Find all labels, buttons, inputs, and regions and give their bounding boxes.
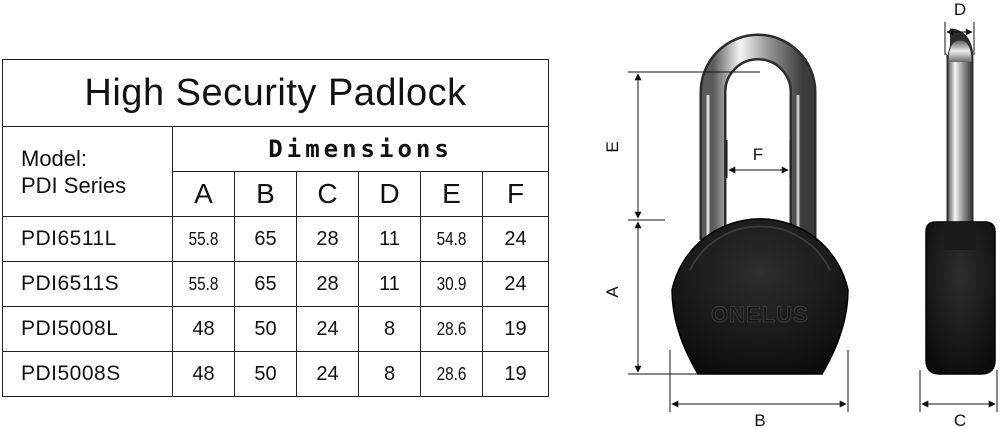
cell-a: 48 <box>192 317 215 340</box>
title-row: High Security Padlock <box>1 59 550 127</box>
cell-d: 11 <box>379 272 400 295</box>
table-row: PDI5008L 48 50 24 8 28.6 19 <box>2 306 550 352</box>
model-label-line1: Model: <box>21 145 88 171</box>
front-shackle <box>699 33 817 240</box>
table-title: High Security Padlock <box>1 59 550 127</box>
label-c: C <box>954 411 966 428</box>
cell-b: 65 <box>254 227 277 250</box>
cell-f: 19 <box>504 317 527 340</box>
model-name: PDI5008S <box>2 351 173 397</box>
table-row: PDI6511S 55.8 65 28 11 30.9 24 <box>2 261 550 307</box>
column-header-b: B <box>234 171 297 217</box>
cell-c: 24 <box>316 317 339 340</box>
cell-b: 50 <box>254 362 277 385</box>
table-row: PDI5008S 48 50 24 8 28.6 19 <box>2 351 550 397</box>
spec-table: High Security Padlock Model: PDI Series … <box>1 59 550 397</box>
front-body: ONELUS <box>671 218 849 375</box>
dimension-lines <box>628 22 998 412</box>
model-label-line2: PDI Series <box>21 172 127 198</box>
cell-f: 24 <box>504 227 527 250</box>
label-a: A <box>603 286 622 298</box>
cell-f: 19 <box>504 362 527 385</box>
model-name: PDI5008L <box>2 306 173 352</box>
cell-d: 8 <box>383 317 396 340</box>
cell-c: 28 <box>316 227 339 250</box>
table-row: PDI6511L 55.8 65 28 11 54.8 24 <box>2 216 550 262</box>
cell-e: 54.8 <box>436 228 467 249</box>
model-label: Model: PDI Series <box>2 126 173 217</box>
cell-b: 65 <box>254 272 277 295</box>
column-header-d: D <box>358 171 421 217</box>
cell-e: 30.9 <box>436 273 467 294</box>
model-name: PDI6511L <box>2 216 173 262</box>
label-d: D <box>954 0 966 19</box>
cell-a: 55.8 <box>188 273 219 294</box>
side-shackle <box>945 28 974 246</box>
cell-e: 28.6 <box>436 363 467 384</box>
cell-c: 28 <box>316 272 339 295</box>
dimensions-header: Dimensions <box>171 126 550 172</box>
column-header-f: F <box>481 171 550 217</box>
cell-a: 55.8 <box>188 228 219 249</box>
cell-e: 28.6 <box>436 318 467 339</box>
cell-d: 8 <box>383 362 396 385</box>
cell-c: 24 <box>316 362 339 385</box>
label-f: F <box>753 145 763 164</box>
model-name: PDI6511S <box>2 261 173 307</box>
cell-b: 50 <box>254 317 277 340</box>
label-e: E <box>603 141 622 152</box>
cell-d: 11 <box>379 227 400 250</box>
dimensions-row: Model: PDI Series Dimensions <box>2 126 550 217</box>
label-b: B <box>754 411 765 428</box>
side-body <box>925 221 996 375</box>
cell-a: 48 <box>192 362 215 385</box>
cell-f: 24 <box>504 272 527 295</box>
column-header-a: A <box>172 171 235 217</box>
brand-logo: ONELUS <box>711 302 809 327</box>
